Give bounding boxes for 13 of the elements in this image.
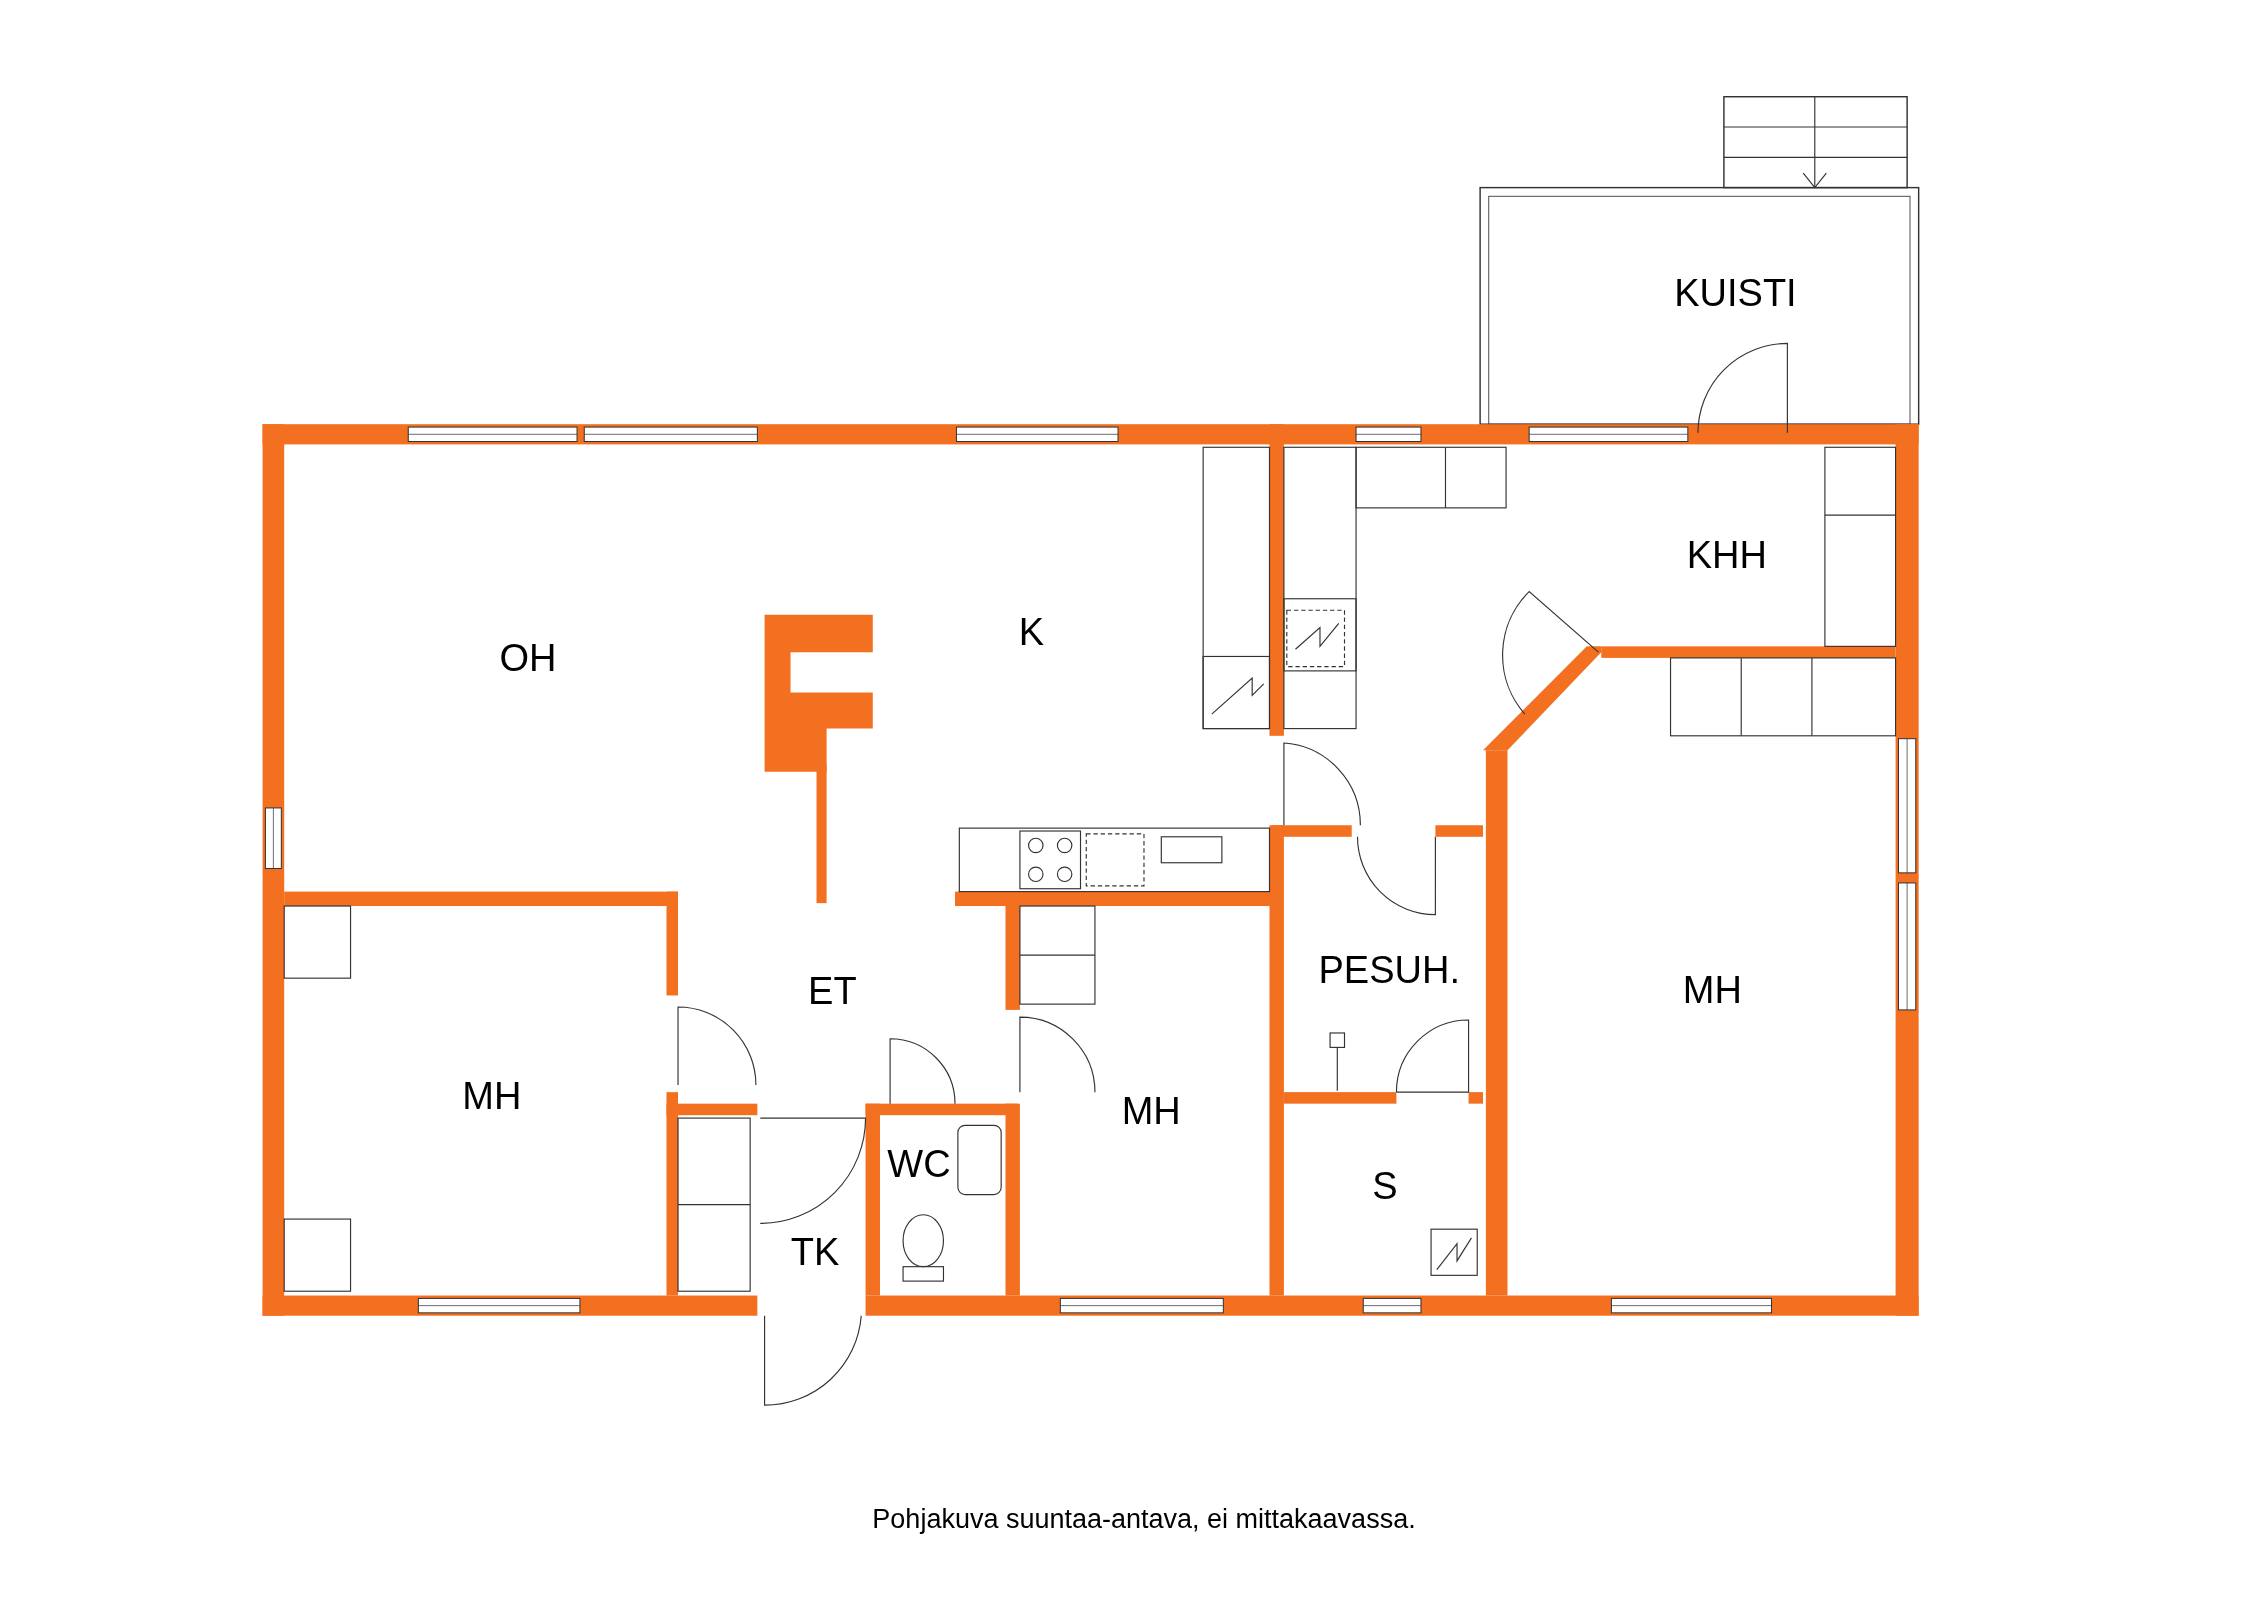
room-label: MH — [1121, 1091, 1181, 1130]
room-label: KHH — [1686, 536, 1767, 575]
room-label: WC — [887, 1145, 951, 1184]
room-label: TK — [790, 1233, 840, 1272]
room-label: MH — [462, 1077, 522, 1116]
room-label: S — [1372, 1166, 1398, 1205]
room-label: KUISTI — [1674, 273, 1797, 312]
room-label: PESUH. — [1318, 950, 1460, 989]
room-label: K — [1018, 612, 1045, 651]
room-label: OH — [499, 638, 557, 677]
caption: Pohjakuva suuntaa-antava, ei mittakaavassa. — [872, 1505, 1416, 1533]
room-label: ET — [808, 972, 857, 1011]
room-label: MH — [1682, 970, 1742, 1009]
